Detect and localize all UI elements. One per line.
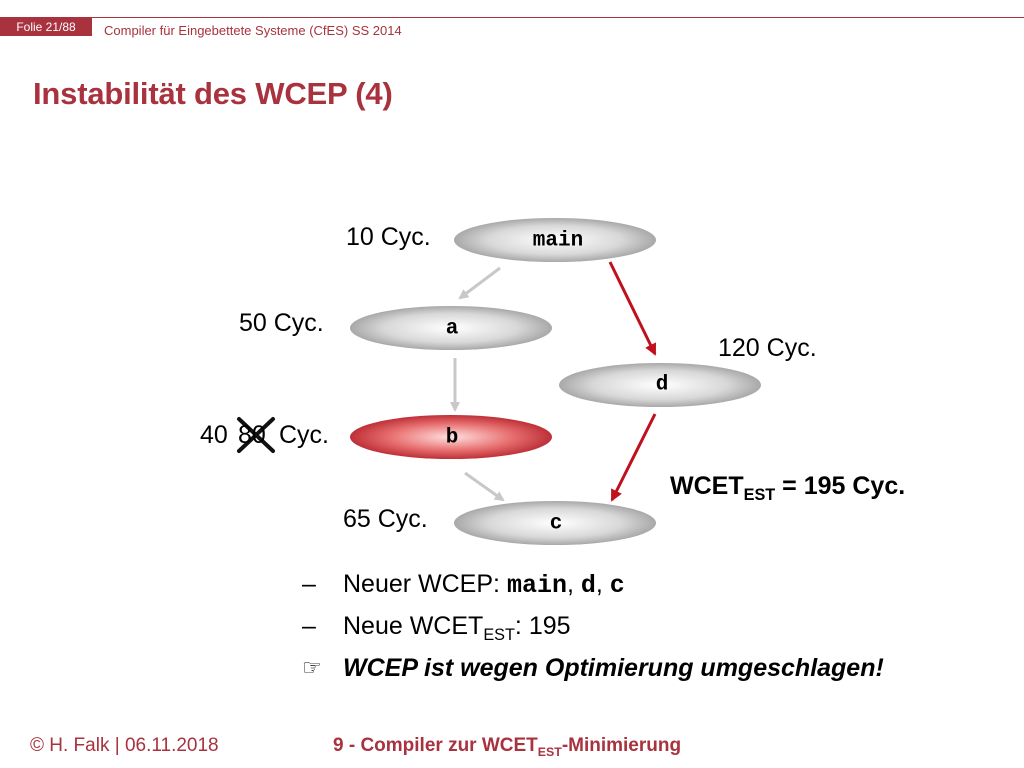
slide-number: Folie 21/88 <box>0 18 92 36</box>
cycles-b-unit: Cyc. <box>279 421 329 449</box>
header-rule <box>0 17 1024 18</box>
cycles-d: 120 Cyc. <box>718 334 817 362</box>
course-title: Compiler für Eingebettete Systeme (CfES)… <box>104 23 402 38</box>
node-main <box>454 218 656 262</box>
edge-main-a <box>458 266 501 300</box>
node-c <box>454 501 656 545</box>
cycles-b-old: 80 <box>238 421 266 449</box>
edge-main-d <box>608 261 657 356</box>
node-a-label: a <box>445 317 459 341</box>
cycles-a: 50 Cyc. <box>239 309 324 337</box>
bullet-dash: – <box>302 570 316 598</box>
footer-author: © H. Falk | 06.11.2018 <box>30 735 219 756</box>
cycles-c: 65 Cyc. <box>343 505 428 533</box>
node-d <box>559 363 761 407</box>
cycles-main: 10 Cyc. <box>346 223 431 251</box>
edge-b-c <box>464 471 505 502</box>
bullet-dash: – <box>302 612 316 640</box>
node-a <box>350 306 552 350</box>
node-main-label: main <box>532 229 584 253</box>
node-b <box>350 415 552 459</box>
node-d-label: d <box>655 373 669 397</box>
pointing-hand-icon: ☞ <box>302 655 322 680</box>
footer-chapter: 9 - Compiler zur WCETEST-Minimierung <box>333 735 682 759</box>
node-c-label: c <box>549 512 563 536</box>
cycles-b-new: 40 <box>200 421 228 449</box>
page-title: Instabilität des WCEP (4) <box>33 76 393 111</box>
strike-out-icon <box>237 417 275 453</box>
edge-d-c <box>610 413 657 502</box>
wcet-est-total: WCETEST = 195 Cyc. <box>670 472 906 504</box>
node-b-label: b <box>445 426 459 450</box>
